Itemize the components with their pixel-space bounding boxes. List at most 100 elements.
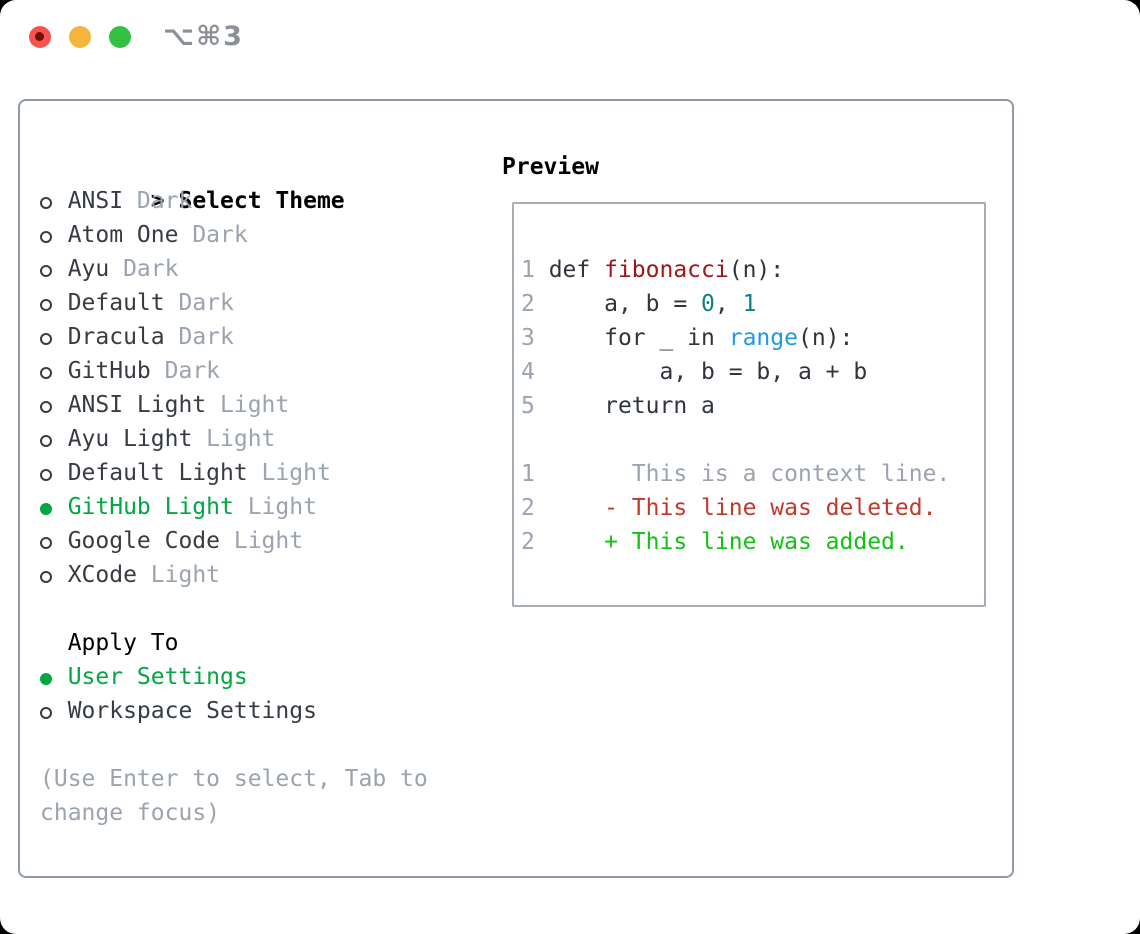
code-token-p: return a (548, 393, 715, 419)
close-button[interactable] (29, 26, 51, 48)
option-label: Dracula (67, 324, 165, 350)
radio-unselected-icon (40, 707, 52, 719)
theme-option[interactable]: Default Dark (40, 286, 480, 320)
radio-unselected-icon (40, 197, 52, 209)
option-label: Default (67, 290, 165, 316)
option-variant-label: Dark (164, 290, 234, 316)
code-line: 5 return a (521, 389, 984, 423)
code-token-num: 1 (742, 291, 757, 317)
code-token-p: (n): (728, 257, 785, 283)
option-variant-label: Light (192, 426, 276, 452)
radio-selected-icon (40, 673, 52, 685)
diff-line: 2 - This line was deleted. (521, 491, 984, 525)
diff-line: 2 + This line was added. (521, 525, 984, 559)
apply-to-option[interactable]: Workspace Settings (40, 694, 480, 728)
code-line: 3 for _ in range(n): (521, 321, 984, 355)
theme-option[interactable]: ANSI Light Light (40, 388, 480, 422)
option-label: GitHub (67, 358, 151, 384)
theme-option[interactable]: Default Light Light (40, 456, 480, 490)
option-label: ANSI (67, 188, 124, 214)
line-number: 2 (521, 495, 549, 521)
option-variant-label: Light (206, 392, 290, 418)
spacer (40, 728, 480, 762)
radio-unselected-icon (40, 367, 52, 379)
option-label: GitHub Light (67, 494, 234, 520)
cursor-marker: > (150, 188, 165, 214)
line-number: 3 (521, 325, 549, 351)
keyboard-hint: (Use Enter to select, Tab to change focu… (40, 766, 428, 826)
code-line: 2 a, b = 0, 1 (521, 287, 984, 321)
apply-to-heading: Apply To (67, 630, 179, 656)
code-line: 1 def fibonacci(n): (521, 253, 984, 287)
option-label: User Settings (67, 664, 248, 690)
option-variant-label: Dark (123, 188, 193, 214)
window-title: ⌥⌘3 (163, 21, 244, 52)
line-number: 4 (521, 359, 549, 385)
code-token-del: - This line was deleted. (604, 495, 937, 521)
option-variant-label: Light (220, 528, 304, 554)
option-variant-label: Light (233, 494, 317, 520)
radio-unselected-icon (40, 469, 52, 481)
diff-line: 1 This is a context line. (521, 457, 984, 491)
option-label: Workspace Settings (67, 698, 317, 724)
radio-unselected-icon (40, 537, 52, 549)
option-label: Ayu (67, 256, 110, 282)
option-label: Ayu Light (67, 426, 193, 452)
code-line: 4 a, b = b, a + b (521, 355, 984, 389)
preview-heading: Preview (502, 154, 599, 180)
code-token-p: (n): (797, 325, 854, 351)
option-label: Default Light (67, 460, 248, 486)
radio-unselected-icon (40, 265, 52, 277)
theme-option[interactable]: Dracula Dark (40, 320, 480, 354)
select-theme-heading: >Select Theme (40, 150, 480, 214)
spacer (40, 592, 480, 626)
radio-unselected-icon (40, 299, 52, 311)
theme-option[interactable]: Atom One Dark (40, 218, 480, 252)
theme-option[interactable]: Ayu Light Light (40, 422, 480, 456)
radio-unselected-icon (40, 333, 52, 345)
option-label: ANSI Light (67, 392, 207, 418)
code-token-p (549, 495, 604, 521)
code-token-ctx: This is a context line. (548, 461, 951, 487)
option-variant-label: Dark (109, 256, 179, 282)
line-number: 2 (521, 291, 549, 317)
minimize-button[interactable] (69, 26, 91, 48)
radio-unselected-icon (40, 231, 52, 243)
line-number: 2 (521, 529, 549, 555)
option-label: XCode (67, 562, 137, 588)
line-number: 1 (521, 257, 549, 283)
zoom-button[interactable] (109, 26, 131, 48)
code-token-bi: range (728, 325, 798, 351)
radio-selected-icon (40, 503, 52, 515)
option-variant-label: Dark (150, 358, 221, 384)
radio-unselected-icon (40, 401, 52, 413)
theme-option[interactable]: XCode Light (40, 558, 480, 592)
blank-line (521, 423, 984, 457)
code-token-p: def (548, 257, 605, 283)
theme-option[interactable]: Google Code Light (40, 524, 480, 558)
radio-unselected-icon (40, 571, 52, 583)
option-label: Google Code (67, 528, 221, 554)
option-variant-label: Dark (164, 324, 234, 350)
theme-option[interactable]: GitHub Dark (40, 354, 480, 388)
theme-option[interactable]: Ayu Dark (40, 252, 480, 286)
theme-option[interactable]: GitHub Light Light (40, 490, 480, 524)
theme-option[interactable]: ANSI Dark (40, 184, 480, 218)
option-variant-label: Dark (178, 222, 248, 248)
code-token-p (549, 529, 604, 555)
option-variant-label: Light (247, 460, 331, 486)
code-token-p: a, b = b, a + b (548, 359, 868, 385)
code-token-p: for _ in (548, 325, 729, 351)
line-number: 1 (521, 461, 549, 487)
code-token-add: + This line was added. (604, 529, 909, 555)
code-token-fn: fibonacci (604, 257, 729, 283)
code-token-p: a, b = (548, 291, 702, 317)
apply-to-option[interactable]: User Settings (40, 660, 480, 694)
